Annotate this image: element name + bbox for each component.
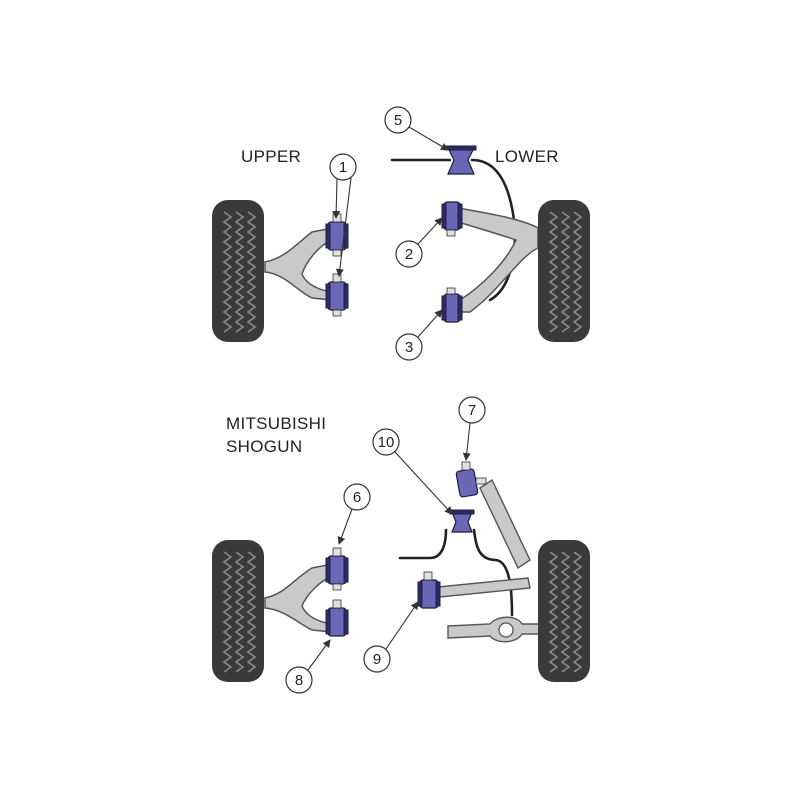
bush-6 (325, 547, 349, 591)
bush-10 (449, 509, 475, 533)
anti-roll-bar-bush (445, 145, 477, 175)
svg-text:8: 8 (295, 672, 303, 689)
lower-arm-bottom (447, 616, 541, 643)
callout-7: 7 (458, 396, 486, 461)
upper-arm-bottom (264, 563, 333, 633)
strut-link (479, 478, 531, 570)
upper-bush-front (325, 213, 349, 257)
anti-roll-bar-bottom (398, 528, 514, 617)
tire-top-right (538, 200, 590, 342)
svg-text:9: 9 (373, 651, 381, 668)
callout-8: 9 (363, 601, 419, 673)
callout-10: 10 (372, 428, 453, 515)
svg-text:7: 7 (468, 402, 476, 419)
bush-7 (455, 461, 487, 498)
bush-8 (417, 571, 441, 609)
svg-text:1: 1 (339, 159, 347, 176)
svg-text:5: 5 (394, 112, 402, 129)
callout-2: 2 (395, 217, 443, 268)
callout-5: 5 (384, 106, 449, 151)
vehicle-name-line1: MITSUBISHI (226, 414, 327, 433)
upper-bush-rear (325, 273, 349, 317)
svg-text:10: 10 (378, 434, 395, 451)
lower-arm-eye (498, 622, 514, 638)
callout-6: 6 (337, 483, 371, 545)
tire-bottom-right (538, 540, 590, 682)
lateral-rod (427, 577, 531, 599)
svg-text:6: 6 (353, 489, 361, 506)
lower-arm-rear-bush (441, 287, 463, 323)
lower-arm-front-bush (441, 201, 463, 237)
label-lower: LOWER (495, 147, 559, 166)
upper-arm-top (264, 227, 333, 301)
callout-3: 3 (395, 309, 443, 361)
bush-9 (325, 599, 349, 637)
callout-9: 8 (285, 639, 331, 694)
callout-1: 1 (329, 153, 357, 277)
label-upper: UPPER (241, 147, 302, 166)
tire-top-left (212, 200, 264, 342)
svg-text:2: 2 (405, 246, 413, 263)
tire-bottom-left (212, 540, 264, 682)
svg-text:3: 3 (405, 339, 413, 356)
vehicle-name-line2: SHOGUN (226, 437, 303, 456)
lower-arm-top (457, 207, 539, 313)
